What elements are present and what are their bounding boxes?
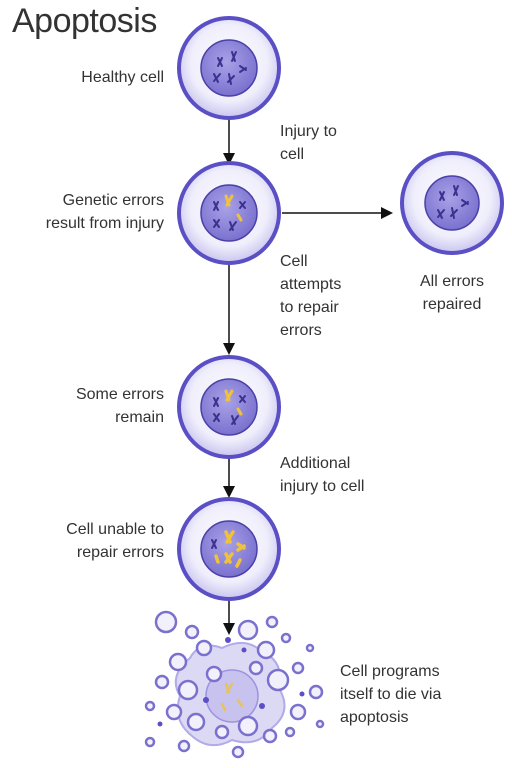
- page-title: Apoptosis: [12, 2, 157, 40]
- damaged-cell-icon: [177, 497, 281, 601]
- label-all-errors-repaired: All errors repaired: [419, 273, 484, 313]
- injured-cell-icon: [177, 161, 281, 265]
- label-genetic-errors: Genetic errors result from injury: [45, 192, 164, 232]
- label-injury-to-cell: Injury to cell: [280, 123, 337, 163]
- repaired-cell-icon: [400, 151, 504, 255]
- partial-errors-cell-icon: [177, 355, 281, 459]
- label-cell-programs-death: Cell programs itself to die via apoptosi…: [340, 663, 442, 726]
- label-cell-attempts-repair: Cell attempts to repair errors: [280, 253, 342, 339]
- label-additional-injury: Additional injury to cell: [280, 455, 365, 495]
- apoptotic-cell-icon: [144, 610, 325, 759]
- label-some-errors-remain: Some errors remain: [75, 386, 164, 426]
- healthy-cell-icon: [177, 16, 281, 120]
- label-cell-unable-to-repair: Cell unable to repair errors: [66, 521, 164, 561]
- label-healthy-cell: Healthy cell: [81, 69, 164, 86]
